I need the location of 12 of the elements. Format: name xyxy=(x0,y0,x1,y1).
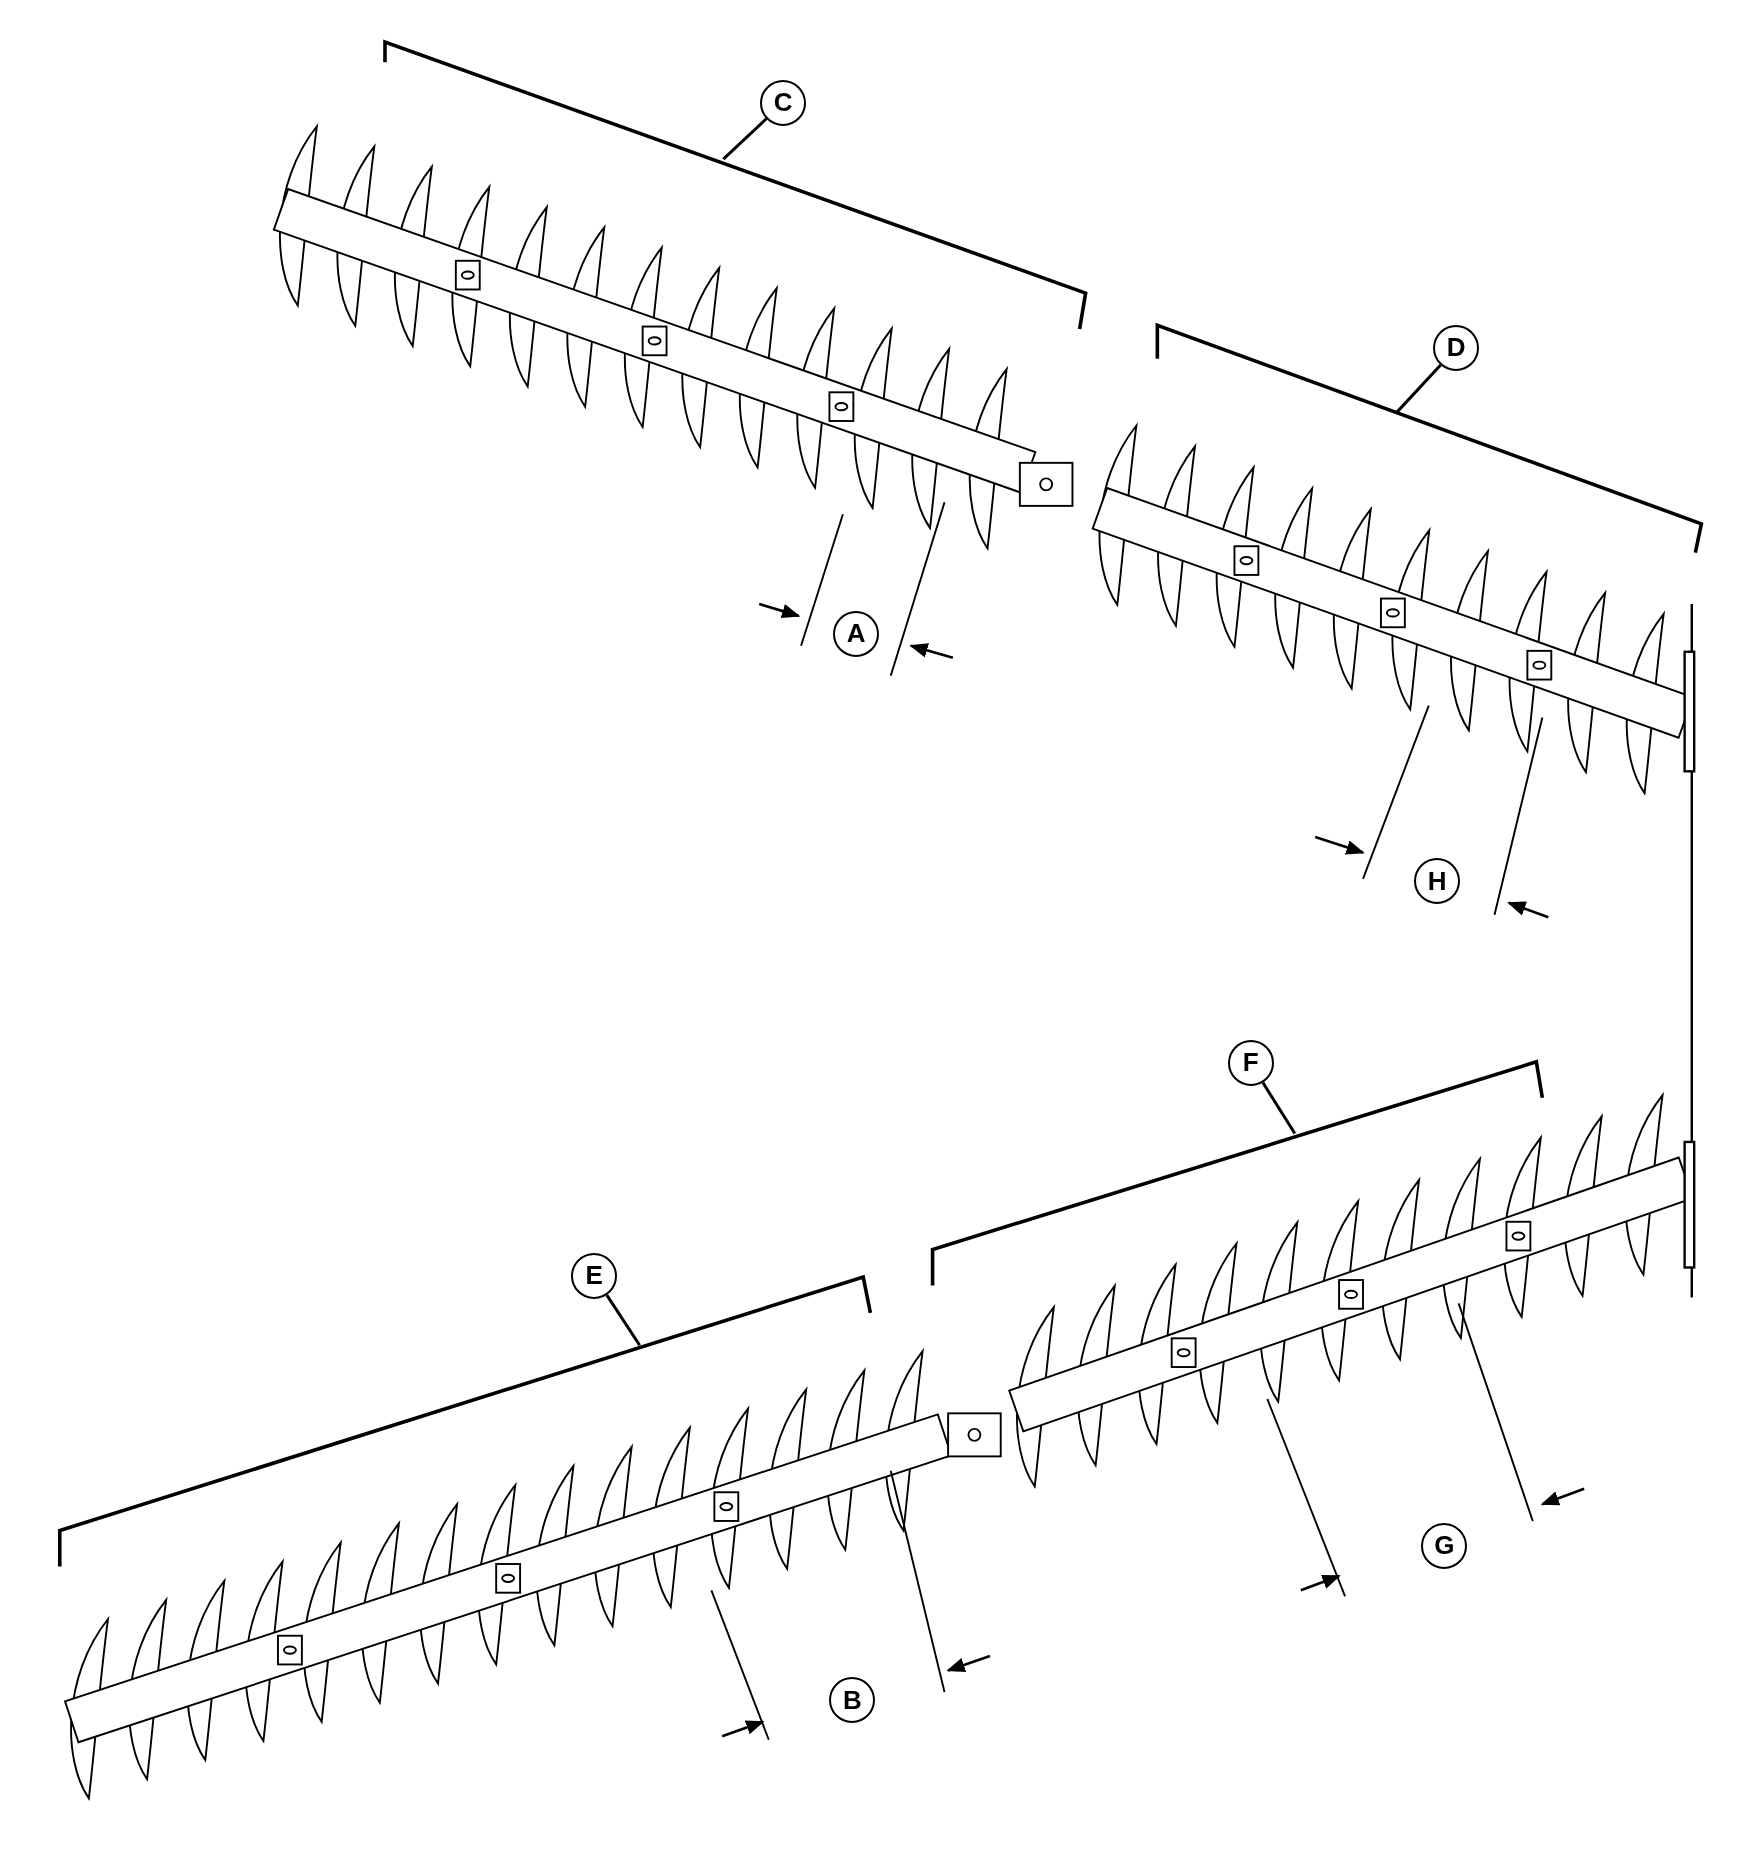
leader-line xyxy=(1261,1081,1297,1135)
leader-line xyxy=(1395,363,1442,414)
dimension-label: H xyxy=(1414,858,1461,905)
bracket-line xyxy=(1155,322,1704,553)
dimension-label: B xyxy=(829,1677,876,1724)
callout-letter: F xyxy=(1227,1039,1274,1086)
dimension-label: A xyxy=(833,610,880,657)
bracket-line xyxy=(383,39,1088,330)
dimension-label: G xyxy=(1421,1522,1468,1569)
leader-line xyxy=(605,1294,641,1347)
leader-line xyxy=(722,117,768,161)
callout-letter: E xyxy=(571,1252,618,1299)
